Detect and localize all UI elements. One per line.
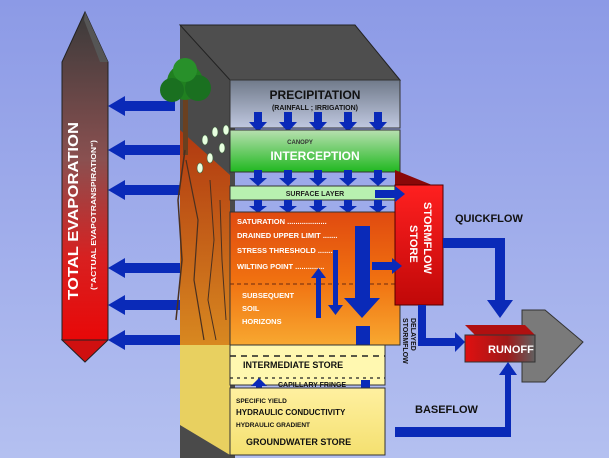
groundwater-side-face [180,345,230,455]
drained-upper-limit-label: DRAINED UPPER LIMIT ....... [237,231,337,240]
baseflow-arrow [395,362,517,437]
delayed-stormflow-label: STORMFLOW [401,318,408,364]
interception-label: INTERCEPTION [270,149,359,163]
intermediate-store: INTERMEDIATE STORE CAPILLARY FRINGE [229,344,386,389]
interception-block: CANOPY INTERCEPTION [229,129,401,173]
hydraulic-conductivity-label: HYDRAULIC CONDUCTIVITY [236,408,346,417]
specific-yield-label: SPECIFIC YIELD [236,398,287,405]
soil-profile: SATURATION ................... DRAINED U… [229,211,401,346]
tree-icon [160,58,227,341]
runoff-arrow: RUNOFF [464,309,584,383]
delayed-stormflow-arrow [418,305,465,352]
precipitation-sub-label: (RAINFALL ; IRRIGATION) [272,105,358,112]
horizons-label: HORIZONS [242,317,282,326]
quickflow-arrow [443,238,513,318]
precipitation-arrows [249,112,387,132]
surface-arrows [249,200,387,213]
crop-plants-icon [196,124,230,174]
runoff-label: RUNOFF [488,344,534,356]
surface-layer-label: SURFACE LAYER [286,191,344,198]
soil-label: SOIL [242,304,260,313]
soil-side-face [180,130,230,345]
stress-threshold-label: STRESS THRESHOLD ........ [237,246,335,255]
subsequent-label: SUBSEQUENT [242,291,295,300]
surface-layer: SURFACE LAYER [229,185,401,201]
canopy-label: CANOPY [287,140,313,146]
groundwater-store-label: GROUNDWATER STORE [246,437,351,447]
stormflow-store: STORMFLOW STORE [394,170,444,306]
capillary-fringe-label: CAPILLARY FRINGE [278,382,346,389]
hydraulic-gradient-label: HYDRAULIC GRADIENT [236,422,310,429]
intermediate-store-label: INTERMEDIATE STORE [243,360,343,370]
baseflow-label: BASEFLOW [415,404,479,416]
total-evaporation-label: TOTAL EVAPORATION [65,122,82,300]
saturation-label: SATURATION ................... [237,217,327,226]
groundwater-store: SPECIFIC YIELD HYDRAULIC CONDUCTIVITY HY… [229,387,386,456]
stormflow-inflow-arrows [372,186,405,274]
interception-arrows [249,170,387,186]
precipitation-label: PRECIPITATION [270,88,361,102]
stormflow-label: STORMFLOW [421,202,433,275]
evaporation-arrows [108,96,185,350]
quickflow-label: QUICKFLOW [455,213,523,225]
actual-evapotranspiration-label: ("ACTUAL EVAPOTRANSPIRATION") [91,140,98,290]
stormflow-store-label: STORE [407,225,419,263]
delayed-label: DELAYED [409,318,416,351]
evaporation-tower: TOTAL EVAPORATION ("ACTUAL EVAPOTRANSPIR… [60,10,110,363]
precipitation-block: PRECIPITATION (RAINFALL ; IRRIGATION) [178,24,402,129]
wilting-point-label: WILTING POINT .............. [237,262,324,271]
